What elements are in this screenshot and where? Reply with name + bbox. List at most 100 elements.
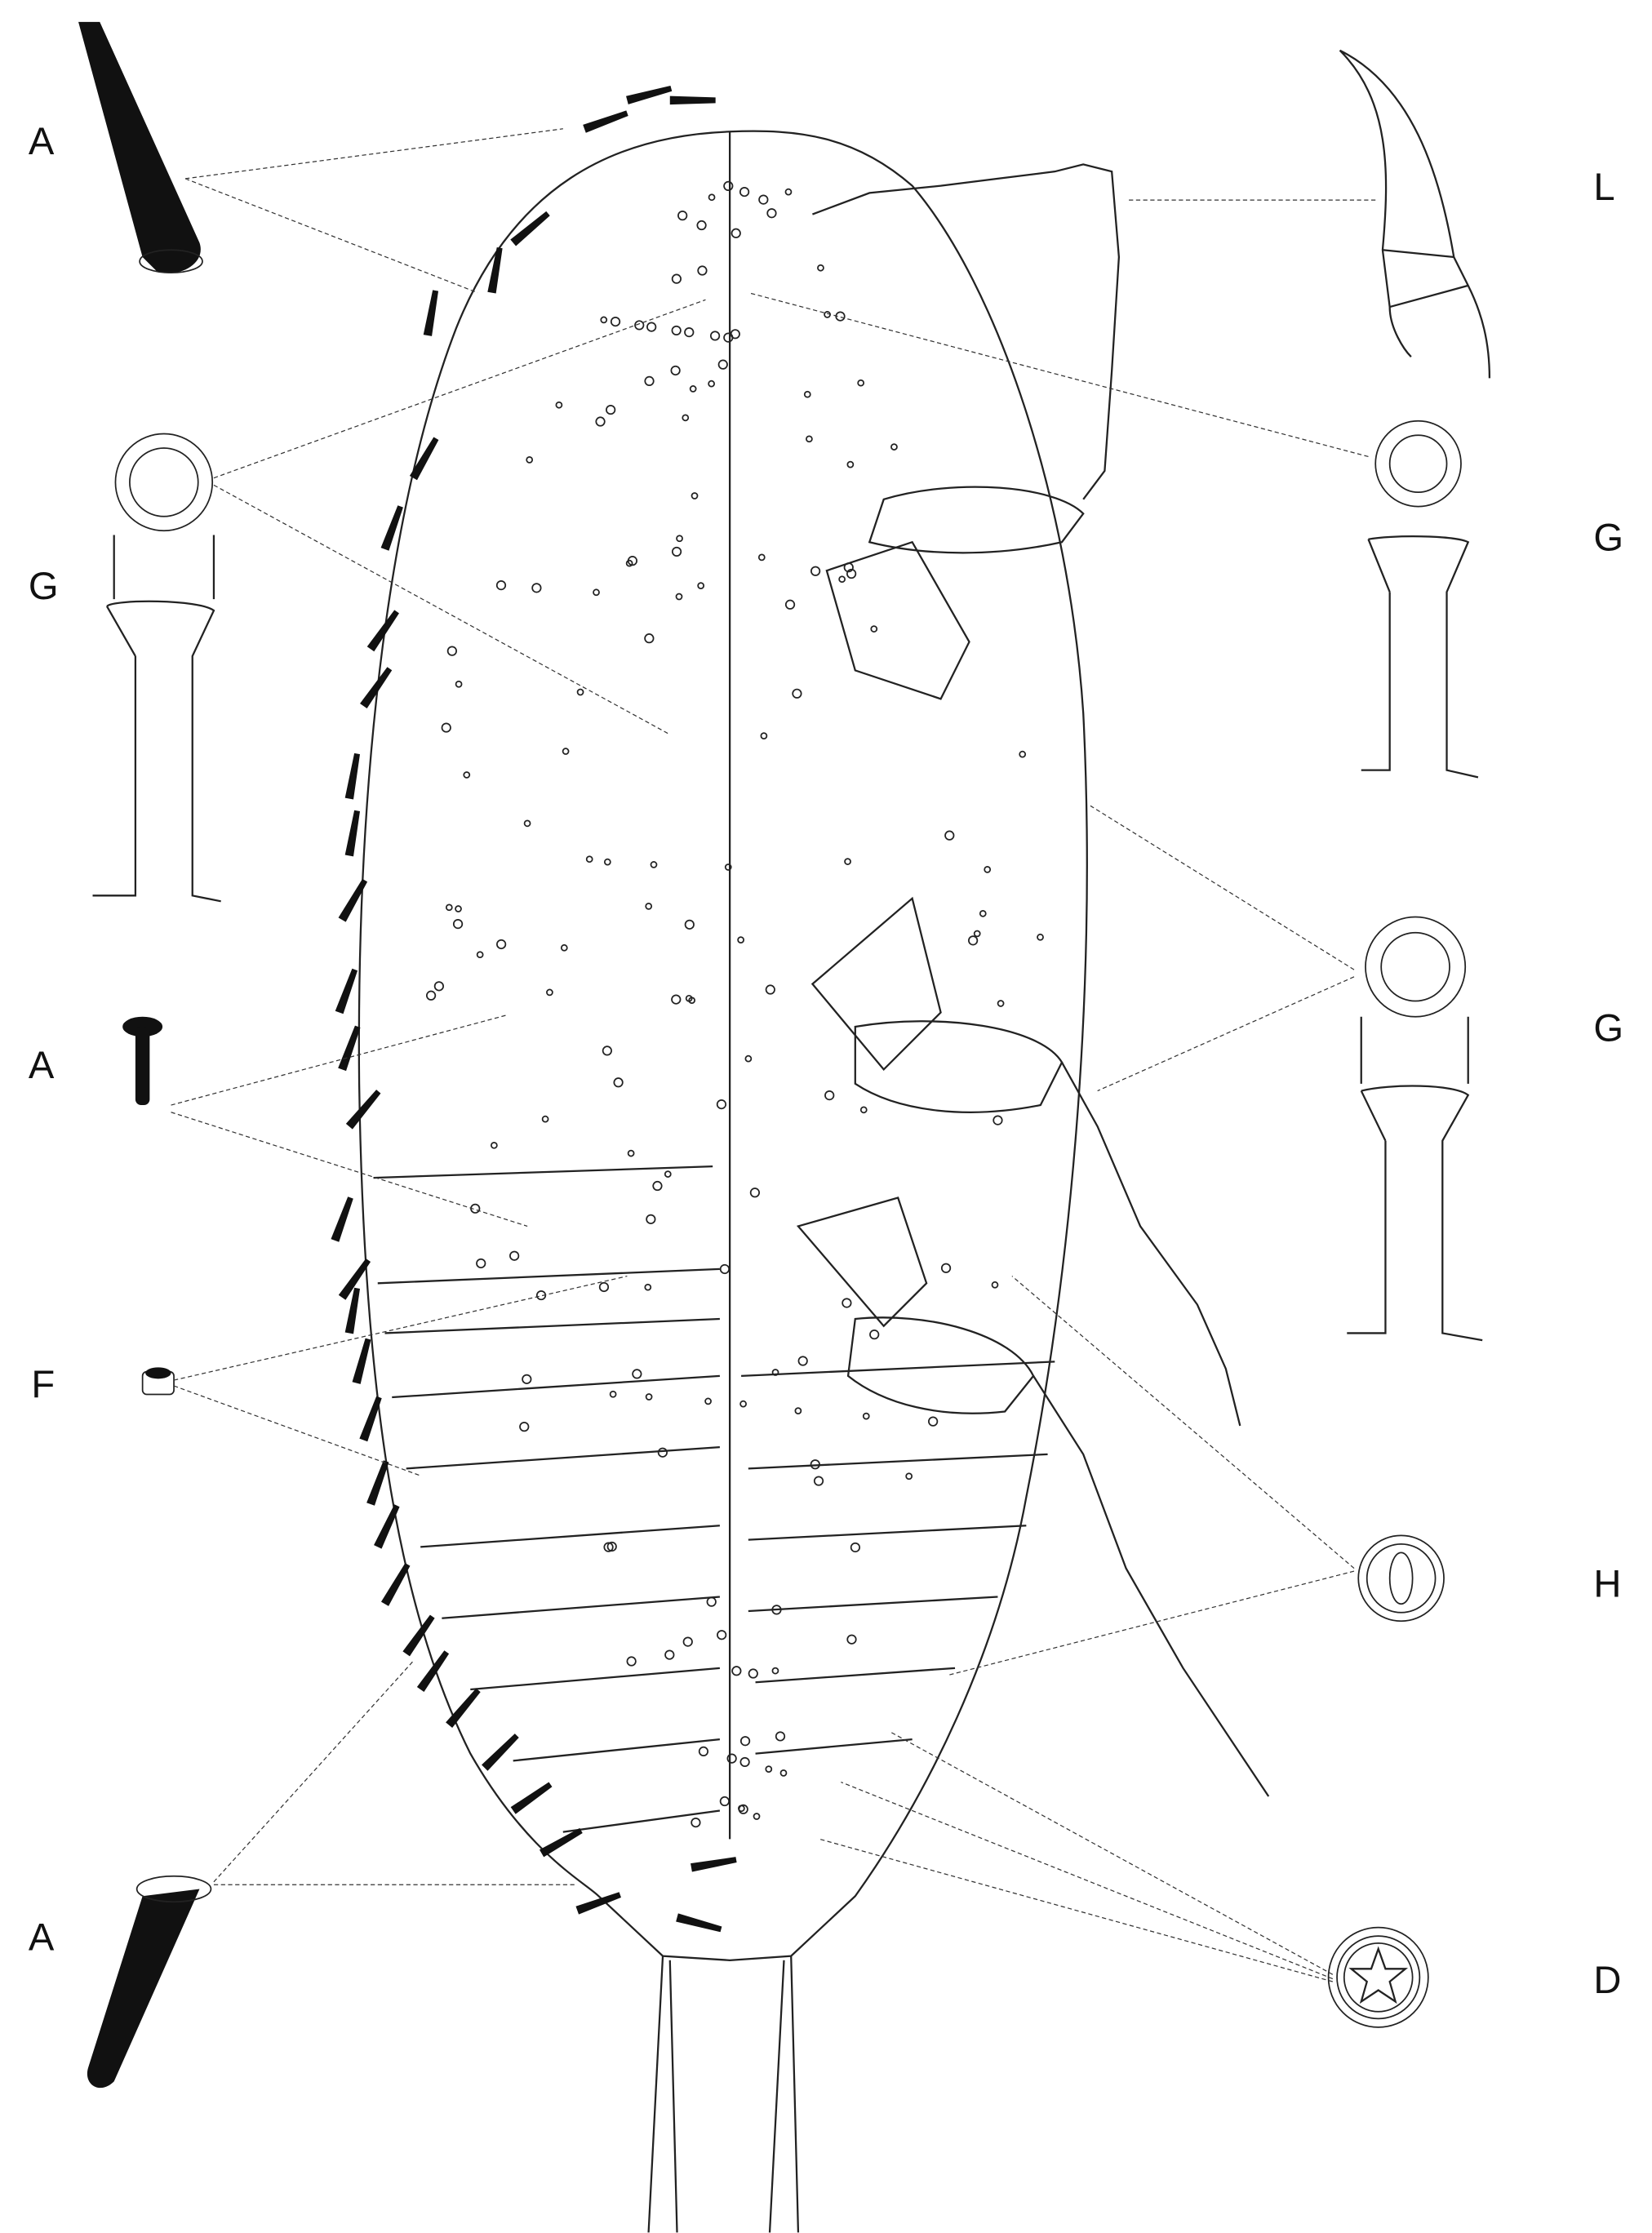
dorsal-pore bbox=[792, 688, 802, 699]
dorsal-pore bbox=[869, 1330, 880, 1340]
dorsal-pore bbox=[810, 1459, 820, 1470]
dorsal-pore bbox=[968, 935, 979, 946]
dorsal-pore bbox=[671, 994, 682, 1005]
marginal-spine bbox=[338, 878, 368, 922]
dorsal-pore bbox=[758, 194, 769, 205]
dorsal-pore bbox=[803, 390, 811, 398]
marginal-spine bbox=[409, 437, 439, 481]
dorsal-pore bbox=[940, 1263, 952, 1273]
marginal-spine bbox=[344, 752, 360, 800]
dorsal-pore bbox=[775, 1731, 786, 1742]
dorsal-pore bbox=[905, 1472, 913, 1481]
marginal-spine bbox=[344, 1287, 360, 1334]
dorsal-pore bbox=[726, 1753, 737, 1764]
label-a-bottom: A bbox=[29, 1916, 55, 1959]
pores bbox=[425, 180, 1044, 1828]
dorsal-pore bbox=[671, 273, 682, 284]
dorsal-pore bbox=[495, 579, 507, 591]
dorsal-pore bbox=[850, 1542, 861, 1553]
dorsal-pore bbox=[603, 1542, 614, 1552]
dorsal-pore bbox=[984, 865, 992, 873]
dorsal-pore bbox=[739, 1400, 747, 1408]
dorsal-pore bbox=[595, 416, 606, 427]
dorsal-pore bbox=[731, 1666, 742, 1676]
label-g-right-middle: G bbox=[1593, 1006, 1623, 1049]
dorsal-pore bbox=[555, 401, 563, 409]
dorsal-pore bbox=[723, 180, 734, 192]
dorsal-pore bbox=[784, 188, 793, 196]
dorsal-pore bbox=[708, 380, 715, 388]
dorsal-pore bbox=[625, 559, 633, 567]
dorsal-pore bbox=[691, 1817, 701, 1828]
dorsal-pore bbox=[600, 316, 608, 324]
marginal-spine bbox=[676, 1913, 722, 1933]
dorsal-pore bbox=[627, 1149, 635, 1157]
body-outline bbox=[357, 130, 1270, 2233]
dorsal-pore bbox=[644, 375, 655, 387]
marginal-spine bbox=[345, 1090, 381, 1130]
marginal-spine bbox=[510, 211, 550, 246]
label-f: F bbox=[31, 1362, 55, 1405]
inset-pore-f bbox=[141, 1367, 175, 1396]
dorsal-pore bbox=[697, 582, 705, 589]
dorsal-pore bbox=[739, 186, 750, 198]
marginal-spine bbox=[423, 290, 439, 336]
dorsal-pore bbox=[1037, 933, 1044, 941]
inset-spine-a-top bbox=[78, 21, 203, 274]
dorsal-pore bbox=[817, 264, 824, 272]
dorsal-pore bbox=[859, 1106, 868, 1114]
inset-pore-g-right-middle bbox=[1347, 916, 1483, 1342]
dorsal-pore bbox=[646, 1214, 656, 1224]
leader-lines bbox=[171, 128, 1376, 1982]
dorsal-pore bbox=[737, 936, 744, 944]
dorsal-pore bbox=[602, 1045, 612, 1056]
dorsal-pore bbox=[810, 566, 821, 576]
inset-claw-l bbox=[1339, 49, 1491, 379]
dorsal-pore bbox=[765, 1765, 773, 1773]
dorsal-pore bbox=[719, 1263, 731, 1275]
dorsal-pore bbox=[652, 1180, 663, 1192]
marginal-spine bbox=[338, 1259, 371, 1300]
dorsal-pore bbox=[1019, 750, 1027, 758]
dorsal-pore bbox=[719, 1796, 730, 1807]
dorsal-pore bbox=[576, 688, 584, 696]
dorsal-pore bbox=[779, 1769, 788, 1777]
dorsal-pore bbox=[709, 331, 721, 341]
marginal-spine bbox=[510, 1782, 553, 1814]
marginal-spine bbox=[402, 1614, 435, 1657]
dorsal-pore bbox=[771, 1369, 779, 1376]
dorsal-pore bbox=[610, 316, 621, 327]
dorsal-pore bbox=[519, 1422, 530, 1432]
label-h: H bbox=[1593, 1562, 1621, 1605]
dorsal-pore bbox=[991, 1281, 999, 1289]
dorsal-pore bbox=[862, 1412, 870, 1420]
dorsal-pore bbox=[738, 1804, 748, 1814]
dorsal-pore bbox=[531, 583, 542, 593]
dorsal-pore bbox=[717, 359, 728, 370]
marginal-spine bbox=[669, 95, 716, 105]
inset-pore-d bbox=[1327, 1926, 1429, 2028]
dorsal-pore bbox=[593, 588, 600, 597]
dorsal-pore bbox=[452, 919, 464, 930]
marginal-spine bbox=[583, 110, 628, 133]
inset-pore-h bbox=[1357, 1534, 1445, 1623]
dorsal-pore bbox=[441, 722, 451, 733]
dorsal-pore bbox=[627, 556, 637, 566]
dorsal-pore bbox=[606, 404, 616, 415]
dorsal-pore bbox=[496, 939, 507, 950]
dorsal-pore bbox=[760, 732, 768, 739]
dorsal-pore bbox=[598, 1281, 610, 1293]
dorsal-pore bbox=[509, 1250, 520, 1261]
dorsal-pore bbox=[646, 322, 657, 332]
dorsal-pore bbox=[671, 325, 682, 336]
marginal-spine bbox=[416, 1650, 450, 1693]
dorsal-pore bbox=[609, 1390, 617, 1398]
dorsal-pore bbox=[425, 990, 437, 1001]
dorsal-pore bbox=[433, 981, 444, 992]
dorsal-pore bbox=[697, 265, 708, 276]
inset-pore-g-right-top bbox=[1361, 420, 1479, 779]
dorsal-pore bbox=[632, 1369, 642, 1379]
label-l: L bbox=[1593, 165, 1614, 208]
dorsal-pore bbox=[682, 1636, 693, 1647]
